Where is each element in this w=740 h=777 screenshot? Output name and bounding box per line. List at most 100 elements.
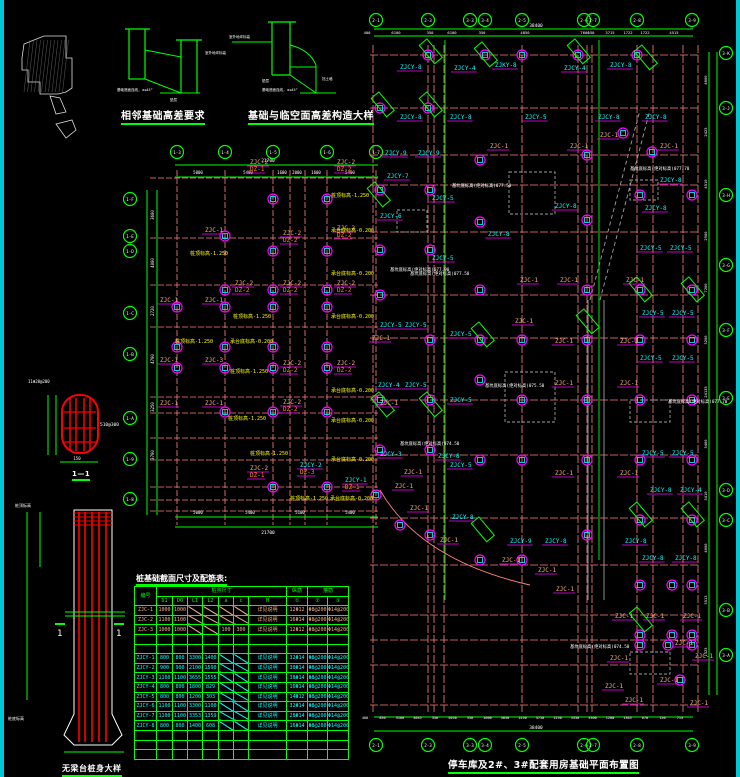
table-cell-r1: [286, 633, 309, 645]
table-header-row-1: 编号 桩身尺寸 纵筋 箍筋: [134, 585, 350, 607]
table-cell-l1: [187, 633, 203, 645]
pile-marker: [267, 406, 279, 418]
axis-bubble-label: 3-4: [481, 18, 489, 23]
dimension-total: 38400: [529, 725, 543, 731]
table-cell-r3: Φ14@2000: [327, 681, 350, 693]
pile-marker: [321, 481, 333, 493]
dimension-text: 3600: [150, 210, 155, 220]
dimension-text: 6100: [447, 30, 457, 35]
table-cell-l2: 1100: [202, 701, 219, 712]
axis-bubble-left: [122, 491, 138, 507]
pile-cap-icon: [477, 377, 483, 383]
pit-elevation-note: 基坑底标高(绝对标高)077.90: [390, 266, 450, 273]
axis-bubble-label: 3-J: [722, 106, 730, 111]
main-plan-title: 停车库及2#、3#配套用房基础平面布置图: [448, 757, 640, 774]
table-cell-d0: 1100: [172, 701, 188, 712]
table-cell-l1: 3353: [187, 710, 203, 722]
table-cell-r1: [286, 729, 309, 741]
pile-marker: [474, 554, 486, 566]
axis-bubble-top: [585, 12, 601, 28]
table-cell-l2: [202, 739, 219, 751]
pile-cap-group: [370, 91, 396, 118]
pile-marker: [374, 289, 386, 301]
pile-cap-icon: [637, 192, 643, 198]
pile-marker: [424, 444, 436, 456]
axis-bubble-label: 3-3: [466, 18, 474, 23]
dimension-text: 3200: [703, 335, 708, 345]
table-cell-a: [218, 672, 234, 683]
table-row: [134, 739, 350, 751]
table-cell-id: ZJCY-4: [134, 681, 157, 693]
table-cell-a: [218, 614, 234, 626]
table-cell-l2: 1500: [202, 662, 219, 674]
pile-tag: ZJCY-8: [625, 538, 647, 545]
rebar-note: 11Φ20@200: [28, 379, 50, 384]
pile-tag: ZJC-1: [160, 357, 178, 364]
axis-bubble-label: 1-7: [372, 150, 380, 155]
pile-tag: ZJC-3: [205, 357, 223, 364]
elevation-note: 承台底标高-0.200: [331, 270, 374, 277]
pile-cap-icon: [519, 457, 525, 463]
pile-cap-group: [680, 276, 706, 303]
pile-marker: [474, 374, 486, 386]
table-cell-a: [218, 710, 234, 722]
pile-marker: [634, 629, 646, 641]
cushion-label: 垫层: [262, 78, 270, 83]
pile-marker: [516, 554, 528, 566]
col-header-r1: ①: [286, 595, 309, 607]
dimension-text: 5400: [345, 510, 355, 515]
axis-bubble-label: 1-F: [126, 197, 134, 202]
pile-marker: [424, 184, 436, 196]
table-cell-l1: [187, 749, 203, 760]
elevation-note: 桩顶标高-1.250: [331, 192, 369, 199]
pile-marker: [474, 454, 486, 466]
table-cell-c: [233, 710, 249, 722]
pile-cap-icon: [637, 337, 643, 343]
table-cell-l2: [202, 749, 219, 760]
col-header-a: a: [218, 595, 234, 607]
pile-tag: ZJCY-4: [564, 65, 586, 72]
col-header-d1: D1: [156, 595, 173, 607]
section-1-1-label: 1—1: [72, 470, 91, 481]
line: [144, 78, 182, 94]
dimension-text: 5100: [295, 510, 305, 515]
dimension-text: 4600: [703, 75, 708, 85]
pile-marker: [634, 639, 646, 651]
col-header-l2: L2: [202, 595, 219, 607]
table-cell-d0: 1100: [172, 710, 188, 722]
elevation-note: 承台底标高-0.200: [331, 456, 374, 463]
dimension-total: 21700: [261, 158, 275, 164]
pit-outline: [629, 651, 671, 675]
table-cell-l1: 3300: [187, 701, 203, 712]
table-cell-id: [134, 643, 157, 655]
axis-bubble-label: 3-H: [722, 193, 730, 198]
pile-tag: ZJKY-8: [495, 62, 517, 69]
table-row: [134, 643, 350, 655]
pile-cap-icon: [397, 522, 403, 528]
pile-cap-icon: [689, 517, 695, 523]
pit-elevation-note: 基坑底标高(绝对标高)077.70: [630, 165, 690, 172]
dimension-text: 1365: [623, 716, 631, 720]
pile-cap-icon: [427, 187, 433, 193]
table-cell-id: ZJCY-3: [134, 672, 157, 683]
right-window-edge: [736, 0, 740, 777]
dimension-text: 1600: [483, 716, 491, 720]
pile-marker: [394, 519, 406, 531]
pile-marker: [267, 362, 279, 374]
table-cell-r1: [286, 749, 309, 760]
pile-cap-icon: [425, 52, 431, 58]
table-cell-r1: 12Φ12: [286, 605, 309, 616]
table-cell-d1: 800: [156, 653, 173, 664]
pile-tag: ZJC-1: [660, 143, 678, 150]
pile-cap-icon: [222, 304, 228, 310]
col-group-stirrup: 箍筋: [307, 586, 350, 597]
pile-tag: ZJC-1: [160, 297, 178, 304]
pile-tag: ZJC-1: [205, 400, 223, 407]
dimension-total: 38400: [529, 23, 543, 29]
table-cell-a: [218, 739, 234, 751]
pile-marker: [321, 301, 333, 313]
pile-tag: ZJCY-8: [598, 114, 620, 121]
pile-marker: [572, 49, 584, 61]
